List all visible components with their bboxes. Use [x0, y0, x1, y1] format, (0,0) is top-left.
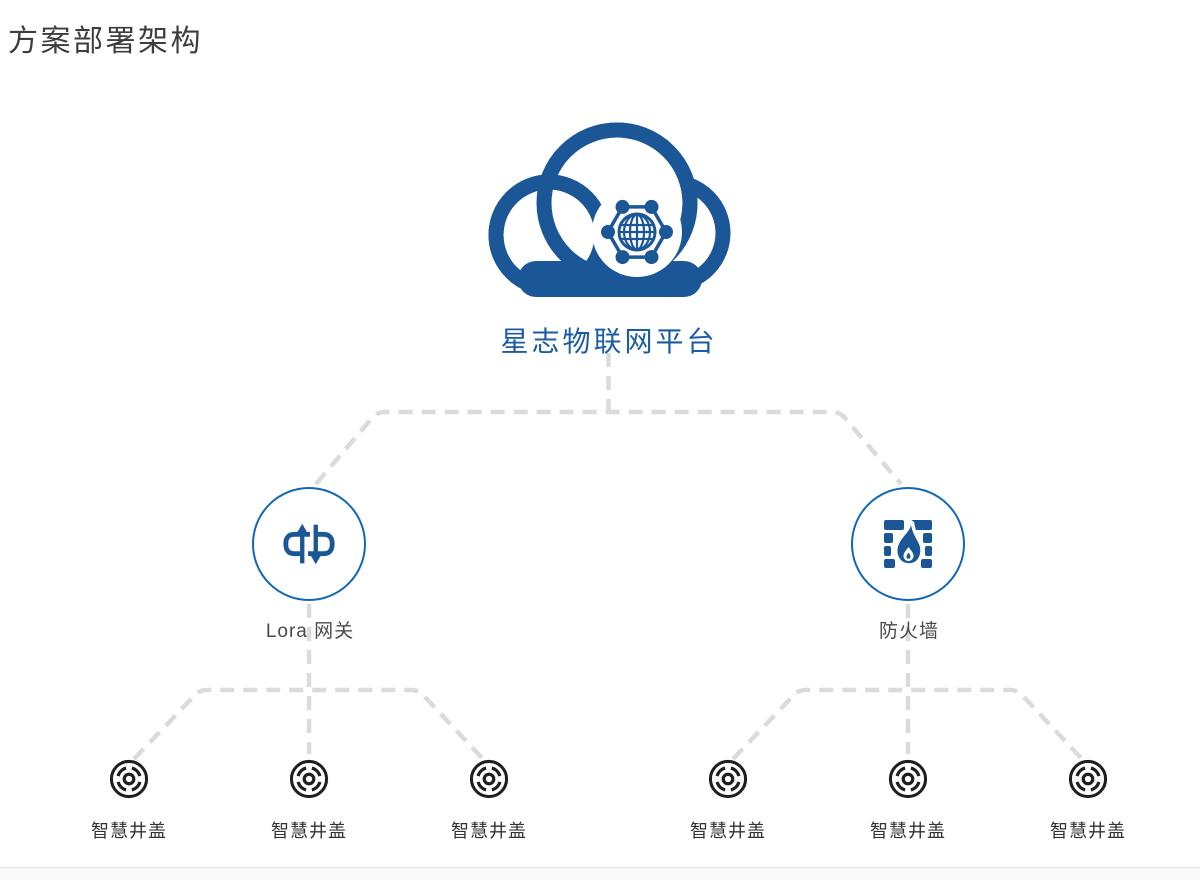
connector-firewall-branch [731, 604, 1084, 761]
manhole-cover-icon [1068, 759, 1108, 799]
flame-icon [897, 524, 921, 564]
firewall-icon [884, 520, 932, 568]
node-firewall [851, 487, 965, 601]
manhole-cover-icon [109, 759, 149, 799]
manhole-label: 智慧井盖 [1050, 821, 1126, 841]
iot-cloud-icon [488, 122, 731, 297]
manhole-cover-icon [289, 759, 329, 799]
lora-gateway-icon [283, 523, 335, 565]
manhole-label: 智慧井盖 [870, 821, 946, 841]
iot-platform-label: 星志物联网平台 [500, 326, 718, 357]
connector-root-branch [314, 353, 903, 486]
manhole-cover-icon [708, 759, 748, 799]
manhole-label: 智慧井盖 [690, 821, 766, 841]
globe-icon [617, 212, 657, 252]
iot-network-emblem [601, 199, 673, 265]
manhole-label: 智慧井盖 [451, 821, 527, 841]
page-title: 方案部署架构 [8, 25, 203, 58]
manhole-cover-icon [469, 759, 509, 799]
firewall-label: 防火墙 [878, 621, 939, 642]
manhole-label: 智慧井盖 [91, 821, 167, 841]
manhole-label: 智慧井盖 [271, 821, 347, 841]
connector-gateway-branch [132, 604, 485, 761]
node-lora-gateway [252, 487, 366, 601]
node-iot-platform [488, 120, 732, 302]
manhole-cover-icon [888, 759, 928, 799]
lora-gateway-label: Lora 网关 [265, 621, 355, 642]
section-divider [0, 867, 1200, 880]
